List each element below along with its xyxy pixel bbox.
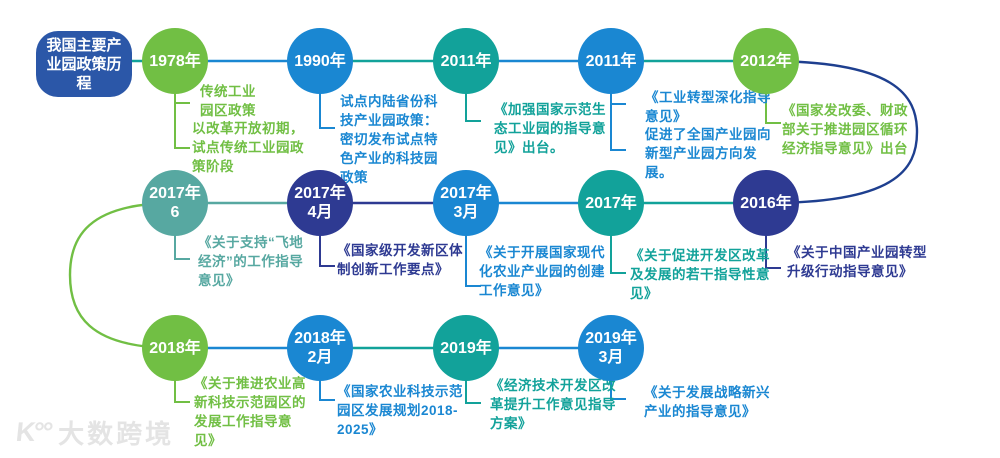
policy-desc-2016: 《关于中国产业园转型 升级行动指导意见》: [787, 245, 927, 279]
policy-desc-2011a: 《加强国家示范生 态工业园的指导意 见》出台。: [494, 102, 606, 155]
desc-connector: [174, 92, 190, 149]
node-year-label: 2017年: [440, 185, 492, 202]
node-year-label: 2011年: [440, 52, 492, 70]
timeline-node-2012: 2012年: [733, 28, 799, 94]
policy-desc-2017-4: 《国家级开发新区体 制创新工作要点》: [337, 243, 463, 277]
node-year-label: 2016年: [740, 194, 792, 212]
policy-desc-1978-1: 传统工业 园区政策: [200, 84, 256, 118]
watermark: K°° 大数跨境: [14, 414, 175, 451]
timeline-node-2017-6: 2017年 6: [142, 170, 208, 236]
timeline-node-2017: 2017年: [578, 170, 644, 236]
policy-desc-1978-2: 以改革开放初期， 试点传统工业园政 策阶段: [192, 121, 304, 174]
watermark-text: 大数跨境: [58, 419, 175, 449]
timeline-node-1978: 1978年: [142, 28, 208, 94]
desc-connector: [319, 234, 335, 267]
node-month-label: 3月: [598, 349, 624, 366]
timeline-node-2011b: 2011年: [578, 28, 644, 94]
node-year-label: 1990年: [294, 52, 346, 70]
policy-desc-2018: 《关于推进农业高 新科技示范园区的 发展工作指导意 见》: [194, 376, 306, 448]
watermark-logo-icon: K°°: [14, 417, 53, 447]
timeline-node-2019: 2019年: [433, 315, 499, 381]
node-year-label: 2011年: [585, 52, 637, 70]
policy-desc-2018-2: 《国家农业科技示范 园区发展规划2018- 2025》: [337, 384, 463, 437]
desc-connector: [319, 92, 335, 129]
desc-connector: [765, 92, 781, 124]
node-month-label: 4月: [307, 204, 333, 221]
policy-desc-2019: 《经济技术开发区改 革提升工作意见指导 方案》: [490, 378, 616, 431]
timeline-node-2019-3: 2019年 3月: [578, 315, 644, 381]
policy-desc-2017: 《关于促进开发区改革 及发展的若干指导性意 见》: [630, 248, 770, 301]
desc-connector: [319, 379, 335, 401]
timeline-node-2018: 2018年: [142, 315, 208, 381]
timeline-node-2016: 2016年: [733, 170, 799, 236]
policy-desc-2011b-1: 《工业转型深化指导 意见》: [645, 90, 771, 124]
desc-connector: [610, 379, 626, 400]
node-year-label: 1978年: [149, 52, 201, 70]
node-year-label: 2017年: [149, 185, 201, 202]
desc-connector: [610, 92, 626, 151]
desc-connector: [465, 379, 481, 404]
node-month-label: 2月: [307, 349, 333, 366]
node-year-label: 2012年: [740, 52, 792, 70]
node-year-label: 2019年: [585, 330, 637, 347]
timeline-node-2017-3: 2017年 3月: [433, 170, 499, 236]
policy-desc-1990: 试点内陆省份科 技产业园政策： 密切发布试点特 色产业的科技园 政策: [340, 94, 438, 185]
timeline-node-2018-2: 2018年 2月: [287, 315, 353, 381]
node-year-label: 2018年: [294, 330, 346, 347]
node-year-label: 2017年: [585, 194, 637, 212]
loop-curve-right: [765, 59, 919, 205]
node-month-label: 3月: [453, 204, 479, 221]
desc-connector: [465, 92, 481, 122]
desc-connector: [765, 234, 781, 269]
title-box: 我国主要产业园政策历程: [36, 31, 132, 97]
policy-desc-2017-3: 《关于开展国家现代 化农业产业园的创建 工作意见》: [479, 245, 605, 298]
desc-connector: [465, 234, 481, 287]
desc-connector: [174, 379, 190, 403]
node-year-label: 2018年: [149, 339, 201, 357]
policy-desc-2011b-2: 促进了全国产业园向 新型产业园方向发 展。: [645, 127, 771, 180]
timeline-node-2011a: 2011年: [433, 28, 499, 94]
policy-desc-2012: 《国家发改委、财政 部关于推进园区循环 经济指导意见》出台: [782, 103, 908, 156]
node-year-label: 2019年: [440, 339, 492, 357]
desc-connector: [610, 234, 626, 274]
loop-curve-left: [68, 201, 176, 350]
policy-desc-2017-6: 《关于支持“飞地 经济”的工作指导 意见》: [198, 235, 304, 288]
node-month-label: 6: [170, 204, 180, 221]
page-title: 我国主要产业园政策历程: [46, 36, 122, 92]
timeline-node-1990: 1990年: [287, 28, 353, 94]
timeline-node-2017-4: 2017年 4月: [287, 170, 353, 236]
node-year-label: 2017年: [294, 185, 346, 202]
desc-connector: [174, 234, 190, 260]
policy-desc-2019-3: 《关于发展战略新兴 产业的指导意见》: [644, 385, 770, 419]
